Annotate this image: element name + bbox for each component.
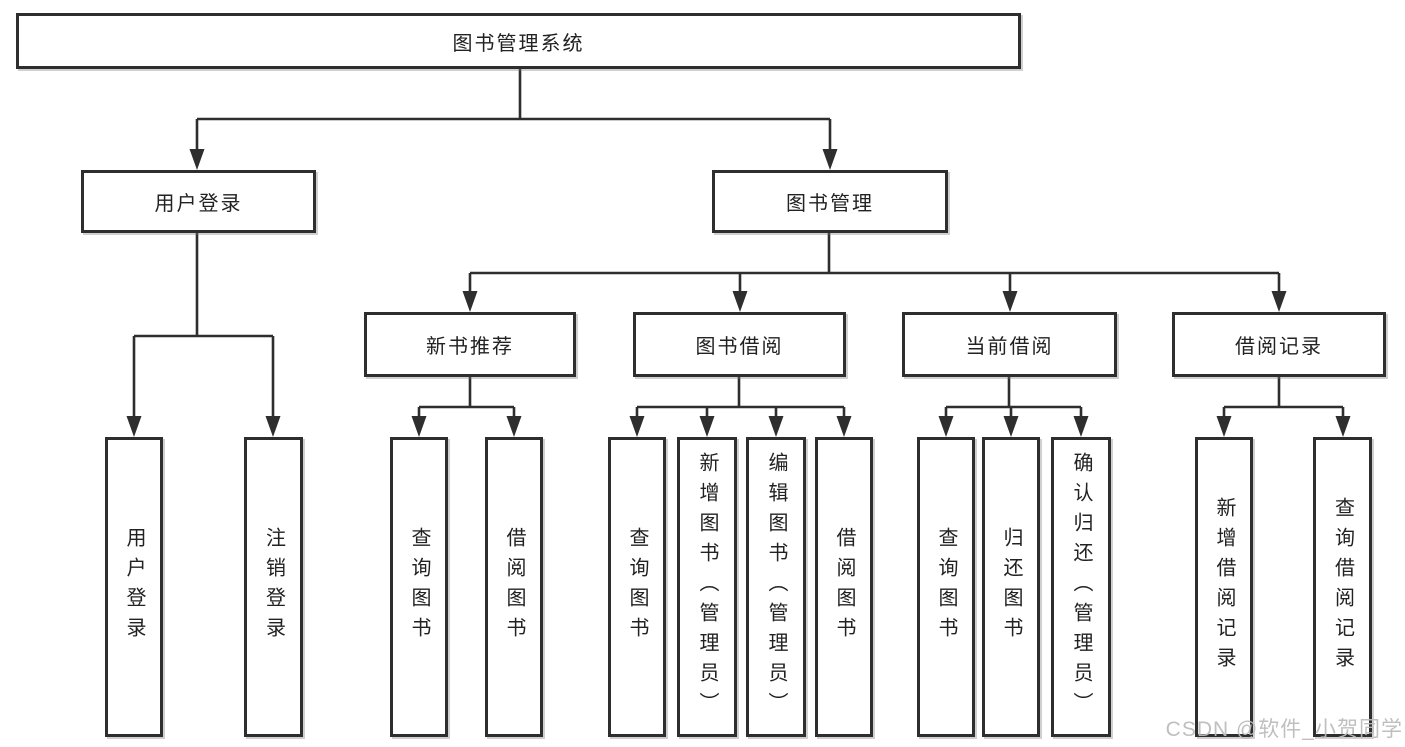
leaf-query-books-current: 查询图书 bbox=[917, 437, 975, 737]
node-book-borrowing: 图书借阅 bbox=[633, 312, 846, 377]
node-library-management-system: 图书管理系统 bbox=[16, 13, 1021, 69]
leaf-query-books-recommend: 查询图书 bbox=[390, 437, 448, 737]
leaf-add-book-admin: 新增图书（管理员） bbox=[677, 437, 737, 737]
leaf-confirm-return-admin: 确认归还（管理员） bbox=[1051, 437, 1111, 737]
node-borrowing-records: 借阅记录 bbox=[1172, 312, 1386, 377]
node-book-management: 图书管理 bbox=[712, 170, 948, 233]
node-user-login: 用户登录 bbox=[81, 170, 316, 233]
connector-arrowhead-icons bbox=[126, 149, 1351, 437]
node-current-borrowing: 当前借阅 bbox=[902, 312, 1117, 377]
leaf-add-borrow-record: 新增借阅记录 bbox=[1195, 437, 1253, 737]
node-new-book-recommendation: 新书推荐 bbox=[364, 312, 576, 377]
leaf-user-login: 用户登录 bbox=[105, 437, 163, 737]
csdn-watermark: CSDN @软件_小贺同学 bbox=[1165, 718, 1403, 741]
connector-rails bbox=[132, 68, 1345, 419]
leaf-query-books-borrowing: 查询图书 bbox=[608, 437, 666, 737]
leaf-edit-book-admin: 编辑图书（管理员） bbox=[746, 437, 806, 737]
leaf-borrow-books-recommend: 借阅图书 bbox=[485, 437, 543, 737]
leaf-return-books: 归还图书 bbox=[982, 437, 1040, 737]
leaf-logout: 注销登录 bbox=[244, 437, 303, 737]
leaf-query-borrow-record: 查询借阅记录 bbox=[1313, 437, 1372, 737]
leaf-borrow-books-borrowing: 借阅图书 bbox=[815, 437, 873, 737]
